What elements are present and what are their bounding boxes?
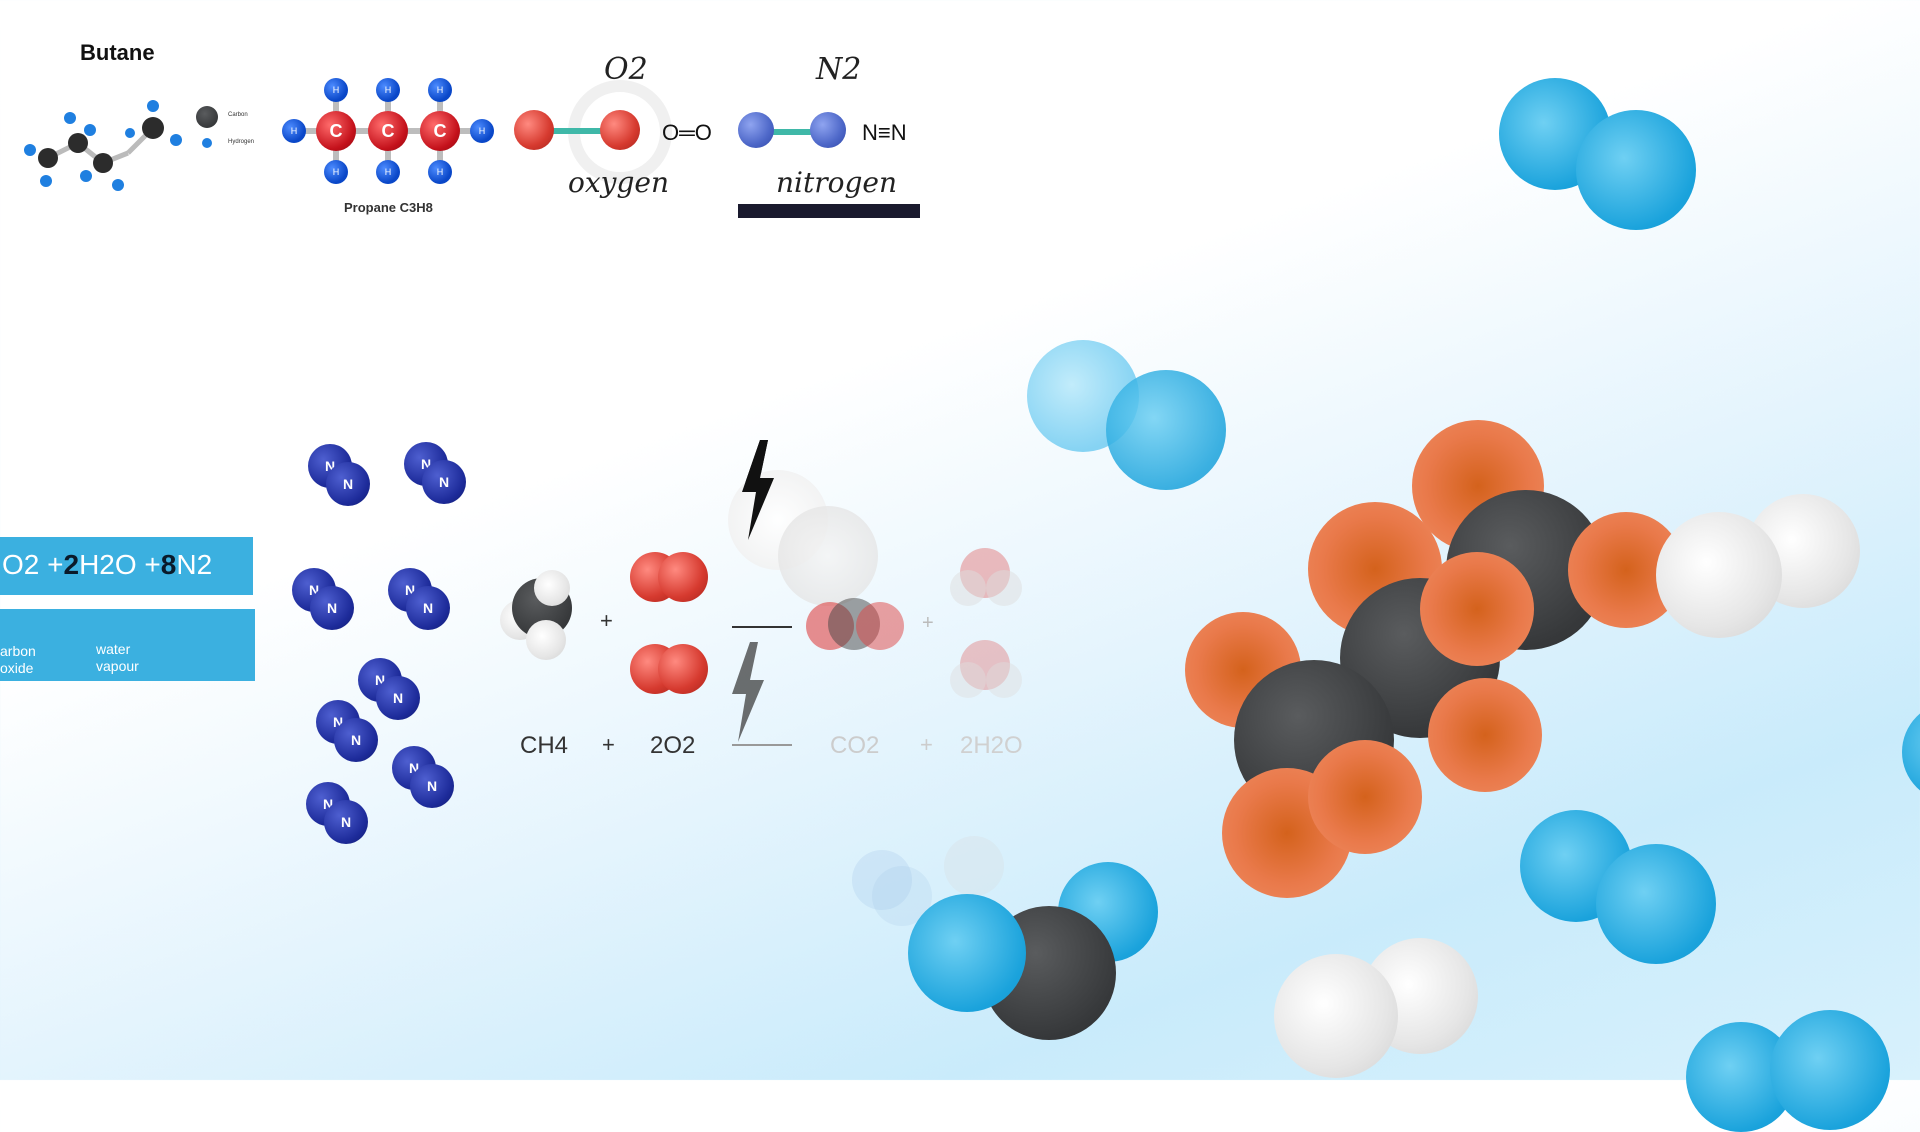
propane-panel: H H H H H H H H C C C Propane C3H8 [278, 70, 498, 220]
molecule-atom [1274, 954, 1398, 1078]
faded-atom [778, 506, 878, 606]
water-formula: H2O [79, 549, 137, 580]
oxygen-atom [514, 110, 554, 150]
reaction-arrow [732, 744, 792, 746]
o2-formula: 2O2 [650, 732, 696, 759]
plus-sign: + [600, 608, 613, 633]
nitrogen-atom: N [334, 718, 378, 762]
nitrogen-atom [738, 112, 774, 148]
water-hydrogen-atom [950, 570, 986, 606]
faded-atom [852, 850, 912, 910]
nitrogen-atom: N [310, 586, 354, 630]
nitrogen-bond-notation: N≡N [862, 120, 907, 145]
carbon-legend-label: Carbon [228, 112, 248, 118]
water-vapour-label: water vapour [96, 641, 139, 674]
hydrogen-atom: H [324, 78, 348, 102]
oxygen-panel: O2 O═O oxygen [512, 48, 740, 218]
molecule-atom [1308, 740, 1422, 854]
molecule-atom [1770, 1010, 1890, 1130]
plus-sign: + [602, 732, 615, 757]
plus-sign: + [922, 612, 934, 634]
co2-formula: CO2 [830, 732, 880, 759]
equation-plus: + [144, 549, 161, 580]
water-hydrogen-atom [986, 570, 1022, 606]
lightning-icon [742, 440, 774, 540]
nitrogen-coefficient: 8 [160, 549, 177, 580]
molecule-atom [1656, 512, 1782, 638]
hydrogen-atom: H [428, 78, 452, 102]
carbon-atom: C [316, 111, 356, 151]
nitrogen-atom: N [422, 460, 466, 504]
oxygen-bond-notation: O═O [662, 120, 712, 145]
nitrogen-atom [810, 112, 846, 148]
co2-oxygen-atom [856, 602, 904, 650]
methane-reaction: + + CH4 + 2O2 CO2 + 2H2O [490, 430, 1050, 770]
molecule-atom [1428, 678, 1542, 792]
ch4-formula: CH4 [520, 732, 569, 759]
carbon-legend-dot [196, 106, 218, 128]
equation-text: O2 +2H2O +8N2 [2, 549, 212, 581]
hydrogen-atom [534, 570, 570, 606]
hydrogen-atom: H [470, 119, 494, 143]
reaction-arrow [732, 626, 792, 628]
hydrogen-legend-dot [202, 138, 212, 148]
hydrogen-legend-label: Hydrogen [228, 139, 255, 145]
water-oxygen-atom [960, 640, 1010, 690]
nitrogen-atom: N [326, 462, 370, 506]
nitrogen-atom: N [324, 800, 368, 844]
nitrogen-atom: N [410, 764, 454, 808]
nitrogen-footer-bar [738, 204, 920, 218]
molecule-atom [1576, 110, 1696, 230]
oxygen-atom [658, 644, 708, 694]
hydrogen-atom: H [282, 119, 306, 143]
water-hydrogen-atom [950, 662, 986, 698]
nitrogen-cluster: N N N N N N N N N N N N N N N N [292, 430, 480, 850]
hydrogen-atom: H [376, 160, 400, 184]
hydrogen-atom: H [376, 78, 400, 102]
hydrogen-atom: H [324, 160, 348, 184]
molecule-atom [908, 894, 1026, 1012]
molecule-atom [1420, 552, 1534, 666]
nitrogen-atom: N [406, 586, 450, 630]
propane-caption: Propane C3H8 [344, 200, 433, 215]
carbon-atom: C [420, 111, 460, 151]
nitrogen-bond [760, 129, 824, 135]
water-coefficient: 2 [63, 549, 80, 580]
oxygen-atom [600, 110, 640, 150]
equation-o2-tail: O2 + [2, 549, 64, 580]
nitrogen-formula: N2 [816, 52, 862, 87]
butane-title: Butane [80, 40, 155, 65]
oxygen-name: oxygen [568, 166, 669, 199]
oxygen-atom [658, 552, 708, 602]
butane-model [24, 100, 182, 191]
molecule-atom [1902, 702, 1920, 802]
hydrogen-atom [526, 620, 566, 660]
nitrogen-formula: N2 [176, 549, 213, 580]
butane-panel: Butane Carbon Hydrogen [18, 38, 258, 218]
carbon-atom: C [368, 111, 408, 151]
hydrogen-atom: H [428, 160, 452, 184]
molecule-atom [1596, 844, 1716, 964]
co2-label: arbon oxide [0, 643, 36, 676]
nitrogen-name: nitrogen [776, 166, 898, 199]
nitrogen-atom: N [376, 676, 420, 720]
molecule-atom [1106, 370, 1226, 490]
equation-banner: O2 +2H2O +8N2 [0, 537, 253, 595]
nitrogen-panel: N2 N≡N nitrogen [738, 48, 924, 220]
equation-label-banner: arbon oxide water vapour [0, 609, 255, 681]
water-hydrogen-atom [986, 662, 1022, 698]
faded-atom [944, 836, 1004, 896]
plus-sign: + [920, 732, 933, 757]
lightning-icon [732, 642, 764, 742]
oxygen-bond [546, 128, 630, 134]
h2o-formula: 2H2O [960, 732, 1023, 759]
